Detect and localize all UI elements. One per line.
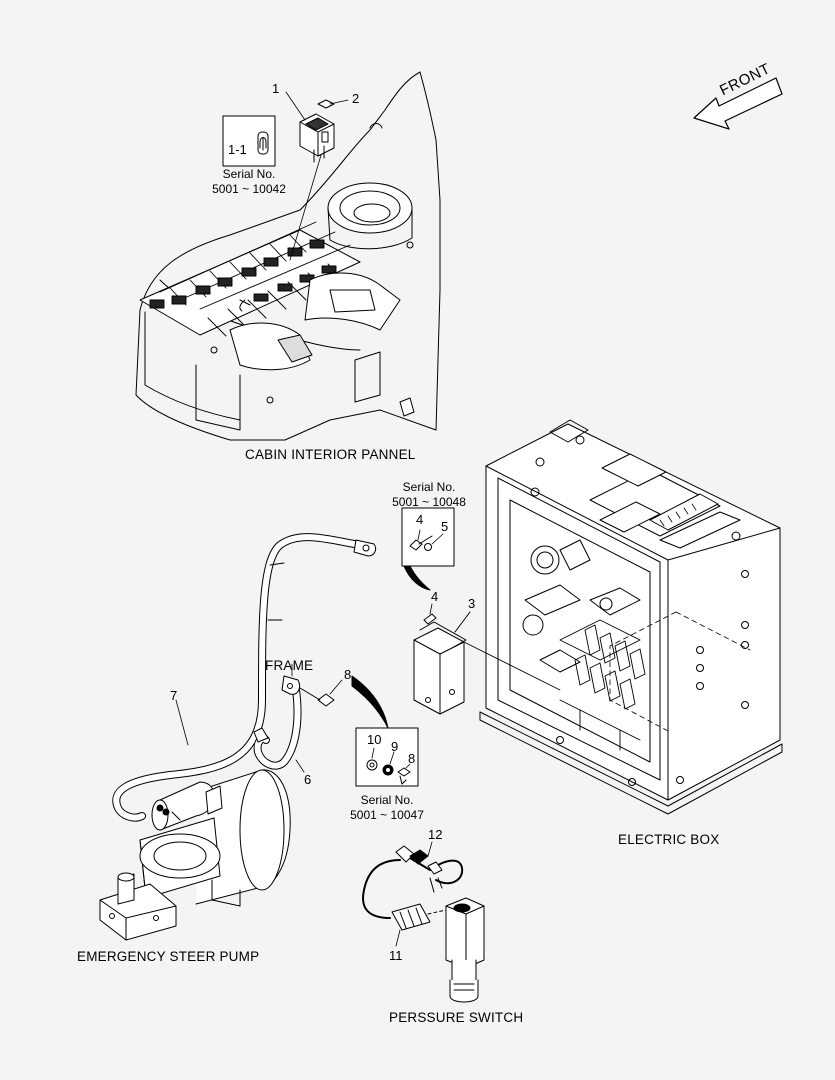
- bolt-detail-box: [401, 507, 455, 567]
- callout-1-1: 1-1: [228, 142, 247, 157]
- pressure-switch-drawing: [362, 841, 485, 1003]
- callout-4-box: 4: [416, 512, 424, 527]
- electric-box-drawing: [449, 419, 783, 815]
- serial-lamp: Serial No. 5001 ~ 10042: [204, 167, 294, 197]
- washer-parts-10-9-8: [366, 747, 411, 785]
- front-arrow-icon: [693, 77, 783, 130]
- rocker-switch-part-1: [299, 113, 335, 163]
- serial-washer-range: 5001 ~ 10047: [350, 808, 424, 822]
- callout-4: 4: [431, 589, 439, 604]
- callout-10-box: 10: [367, 732, 382, 747]
- cable-part-7: [112, 533, 377, 822]
- serial-bolt-title: Serial No.: [402, 480, 456, 494]
- callout-8-box: 8: [408, 751, 416, 766]
- callout-5: 5: [441, 519, 449, 534]
- bolt-part-4: [409, 529, 433, 551]
- caption-emergency-steer-pump: EMERGENCY STEER PUMP: [77, 949, 260, 964]
- callout-6: 6: [304, 772, 312, 787]
- callout-9-box: 9: [391, 739, 399, 754]
- callout-11: 11: [389, 948, 403, 963]
- callout-12: 12: [428, 827, 443, 842]
- washer-part-5: [424, 533, 444, 551]
- caption-cabin-interior-panel: CABIN INTERIOR PANNEL: [245, 447, 416, 462]
- serial-bolt: Serial No. 5001 ~ 10048: [384, 480, 474, 510]
- caption-electric-box: ELECTRIC BOX: [618, 832, 720, 847]
- bolt-part-8: [299, 679, 343, 707]
- detail-pointer: [403, 565, 431, 591]
- module-part-3: [413, 611, 471, 715]
- cabin-interior-panel-drawing: [135, 71, 441, 441]
- callout-2: 2: [352, 91, 360, 106]
- serial-bolt-range: 5001 ~ 10048: [392, 495, 466, 509]
- caption-frame: FRAME: [265, 658, 314, 673]
- callout-3: 3: [468, 596, 476, 611]
- cable-part-6: [253, 663, 305, 773]
- emergency-steer-pump-drawing: [99, 769, 291, 941]
- bulb-icon: [257, 131, 269, 155]
- callout-8: 8: [344, 667, 352, 682]
- serial-washer-title: Serial No.: [360, 793, 414, 807]
- serial-lamp-range: 5001 ~ 10042: [212, 182, 286, 196]
- callout-1: 1: [272, 81, 280, 96]
- washer-detail-box: [355, 727, 419, 787]
- callout-7: 7: [170, 688, 178, 703]
- screw-part-4: [423, 603, 437, 625]
- caption-pressure-switch: PERSSURE SWITCH: [389, 1010, 524, 1025]
- serial-washer: Serial No. 5001 ~ 10047: [342, 793, 432, 823]
- serial-lamp-title: Serial No.: [222, 167, 276, 181]
- detail-pointer-2: [351, 675, 389, 729]
- lens-part-2: [317, 99, 335, 109]
